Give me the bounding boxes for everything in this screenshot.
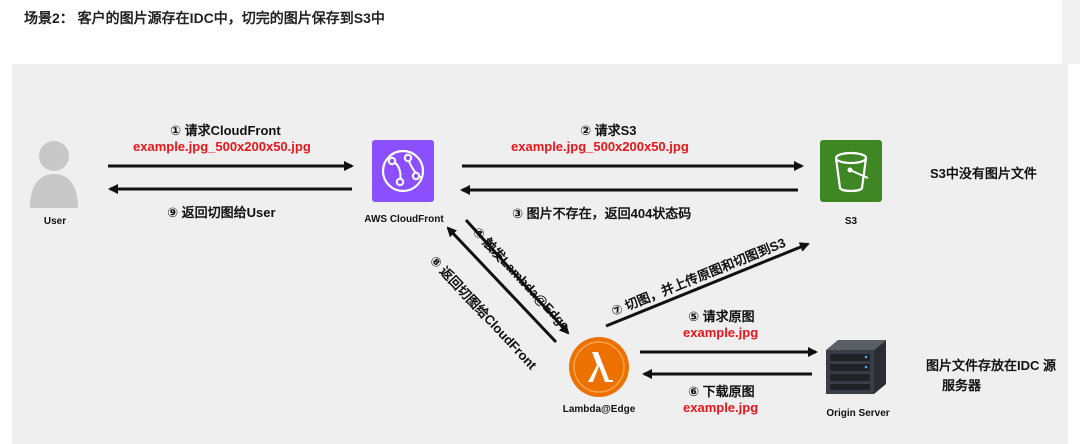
s3-note: S3中没有图片文件 (930, 166, 1037, 181)
lambda-icon (568, 336, 630, 398)
top-strip (1062, 0, 1080, 64)
step-2-label: ② 请求S3 (580, 123, 637, 138)
s3-bucket-icon (820, 140, 882, 202)
cloudfront-icon (372, 140, 434, 202)
step-5-file: example.jpg (683, 325, 759, 340)
step-6-label: ⑥ 下载原图 (688, 384, 755, 399)
arrow-8 (446, 226, 558, 344)
step-6-file: example.jpg (683, 400, 759, 415)
idc-note-line2: 服务器 (942, 378, 982, 393)
step-9-label: ⑨ 返回切图给User (167, 205, 276, 220)
origin-server-label: Origin Server (826, 408, 890, 419)
step-2-file: example.jpg_500x200x50.jpg (511, 139, 689, 154)
cloudfront-label: AWS CloudFront (364, 214, 444, 225)
lambda-label: Lambda@Edge (562, 404, 636, 415)
idc-note-line1: 图片文件存放在IDC 源 (926, 358, 1057, 373)
user-label: User (43, 216, 67, 227)
arrow-7 (605, 242, 810, 328)
step-5-label: ⑤ 请求原图 (688, 309, 755, 324)
step-1-label: ① 请求CloudFront (170, 123, 281, 138)
arrow-4 (464, 218, 570, 335)
diagram-panel (12, 64, 1068, 444)
s3-label: S3 (844, 216, 858, 227)
idc-note: 图片文件存放在IDC 源 服务器 (926, 356, 1076, 396)
user-icon (22, 136, 86, 212)
step-3-label: ③ 图片不存在，返回404状态码 (512, 206, 692, 221)
step-1-file: example.jpg_500x200x50.jpg (133, 139, 311, 154)
origin-server-icon (822, 336, 888, 396)
page-title: 场景2： 客户的图片源存在IDC中，切完的图片保存到S3中 (24, 10, 385, 26)
